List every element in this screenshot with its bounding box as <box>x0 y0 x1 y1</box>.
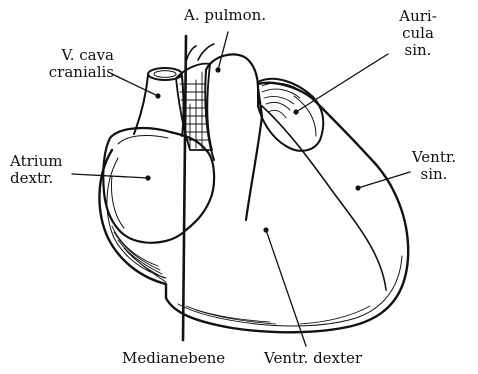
dot-a-pulmon <box>215 67 220 72</box>
label-ventr-sin: Ventr. sin. <box>404 149 464 183</box>
dot-atrium-dextr <box>145 175 150 180</box>
label-auricula-line-2: cula <box>386 25 450 42</box>
pulmonary-artery-trunk <box>206 54 262 220</box>
dot-v-cava <box>155 93 160 98</box>
label-auricula-sin: Auri- cula sin. <box>386 8 450 59</box>
label-atrium-line-2: dextr. <box>10 170 62 187</box>
heart-outline <box>99 83 408 333</box>
interventricular-groove <box>262 106 386 290</box>
apex-contour-line <box>178 256 402 326</box>
label-v-cava-cranialis: V. cava cranialis <box>20 47 114 81</box>
label-v-cava-line-1: V. cava <box>20 47 114 64</box>
vena-cava-opening <box>148 68 182 80</box>
label-ventr-dexter: Ventr. dexter <box>264 350 362 367</box>
atrium-inner-contour <box>112 136 169 228</box>
leader-auricula-sin <box>296 54 388 112</box>
label-atrium-dextr: Atrium dextr. <box>10 153 62 187</box>
vena-cava-lumen <box>154 71 176 78</box>
label-a-pulmon: A. pulmon. <box>184 7 266 24</box>
label-atrium-line-1: Atrium <box>10 153 62 170</box>
dot-auricula-sin <box>293 109 298 114</box>
label-auricula-line-1: Auri- <box>386 8 450 25</box>
leader-ventr-dexter <box>266 230 306 346</box>
label-medianebene: Medianebene <box>122 350 225 367</box>
aortic-arch-stubs <box>186 44 214 62</box>
label-ventr-sin-line-2: sin. <box>404 166 464 183</box>
dot-ventr-sin <box>355 185 360 190</box>
label-auricula-line-3: sin. <box>386 42 450 59</box>
label-v-cava-line-2: cranialis <box>20 64 114 81</box>
atrium-dextrum-shape <box>103 128 214 243</box>
leader-a-pulmon <box>218 32 228 70</box>
dot-ventr-dexter <box>263 227 268 232</box>
label-ventr-sin-line-1: Ventr. <box>404 149 464 166</box>
